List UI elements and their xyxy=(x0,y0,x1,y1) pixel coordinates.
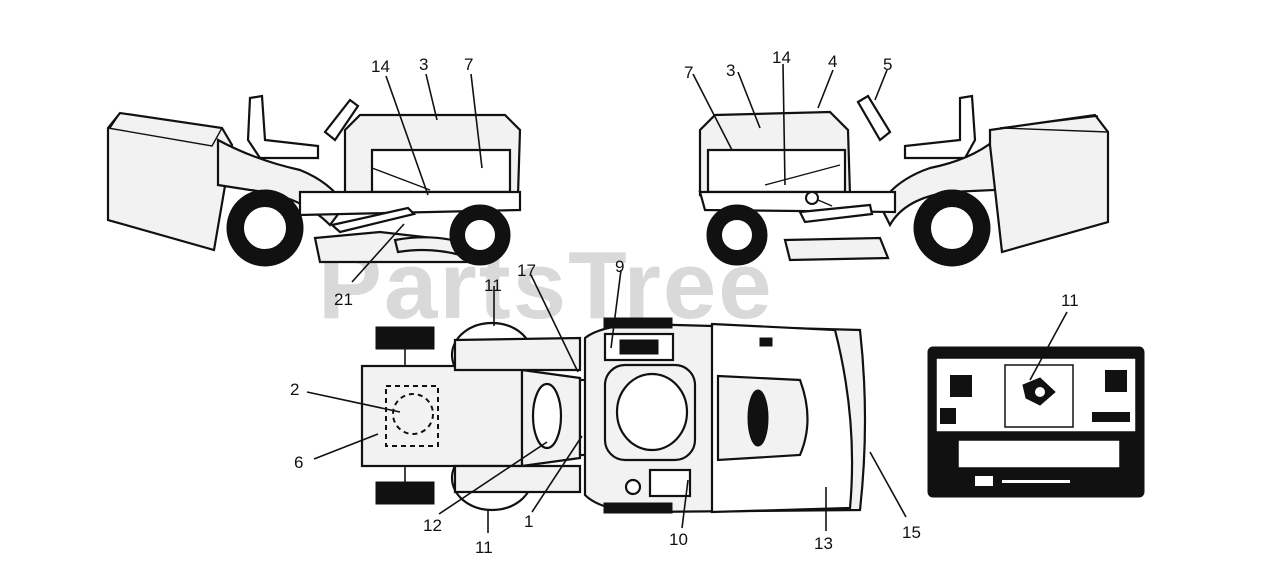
callout-14-right: 14 xyxy=(772,48,791,67)
callout-labels: 14 3 7 21 7 3 14 4 5 17 9 11 2 6 12 1 11… xyxy=(290,48,1079,557)
callout-3-right: 3 xyxy=(726,61,735,80)
mower-top-view xyxy=(360,317,867,514)
callout-1: 1 xyxy=(524,512,533,531)
callout-17: 17 xyxy=(517,261,536,280)
callout-7-right: 7 xyxy=(684,63,693,82)
callout-3-left: 3 xyxy=(419,55,428,74)
callout-12: 12 xyxy=(423,516,442,535)
mower-left-side-view xyxy=(106,94,522,267)
callout-11-bottom: 11 xyxy=(475,538,493,557)
callout-10: 10 xyxy=(669,530,688,549)
callout-9: 9 xyxy=(615,257,624,276)
callout-14-left: 14 xyxy=(371,57,390,76)
callout-13: 13 xyxy=(814,534,833,553)
callout-11-top: 11 xyxy=(484,276,502,295)
callout-5: 5 xyxy=(883,55,892,74)
callout-21: 21 xyxy=(334,290,353,309)
callout-11-panel: 11 xyxy=(1061,291,1079,310)
callout-6: 6 xyxy=(294,453,303,472)
callout-7-left: 7 xyxy=(464,55,473,74)
callout-15: 15 xyxy=(902,523,921,542)
callout-4: 4 xyxy=(828,52,837,71)
callout-2: 2 xyxy=(290,380,299,399)
leader-lines xyxy=(306,63,1068,533)
mower-right-side-view xyxy=(698,94,1110,267)
